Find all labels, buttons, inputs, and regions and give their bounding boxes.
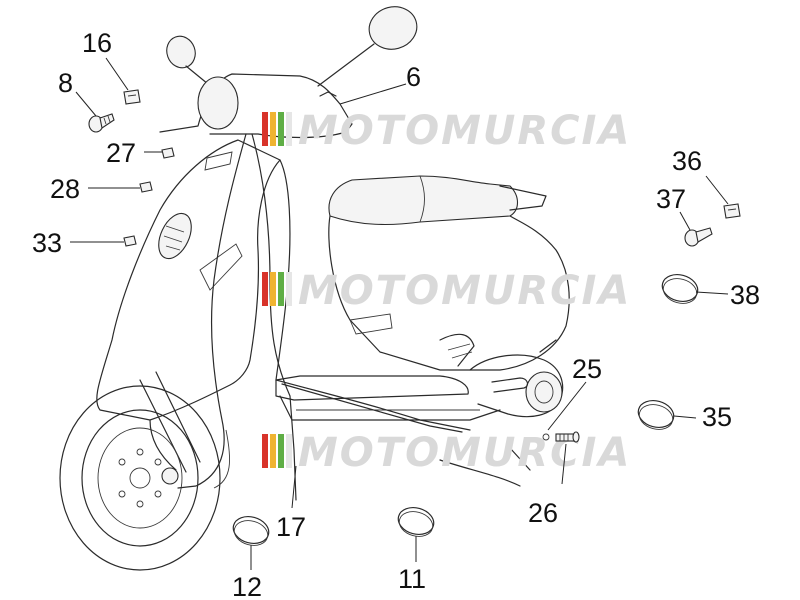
callout-12: 12 xyxy=(232,572,262,600)
front-wheel xyxy=(59,385,221,571)
callout-11: 11 xyxy=(398,564,426,594)
leader-lines xyxy=(70,57,729,570)
watermark-text: MOTOMURCIA xyxy=(298,430,631,476)
callout-16: 16 xyxy=(82,28,112,58)
part-26-screw xyxy=(555,431,580,443)
callout-38: 38 xyxy=(730,280,760,310)
part-37-screw xyxy=(684,227,713,247)
part-8-screw xyxy=(88,113,115,133)
watermark-top: MOTOMURCIA xyxy=(262,108,631,154)
callout-37: 37 xyxy=(656,184,686,214)
callout-28: 28 xyxy=(50,174,80,204)
watermark-middle: MOTOMURCIA xyxy=(262,268,631,314)
callout-17: 17 xyxy=(276,512,306,542)
watermark-text: MOTOMURCIA xyxy=(298,268,631,314)
right-mirror xyxy=(317,6,418,87)
callout-33: 33 xyxy=(32,228,62,258)
part-33-clip xyxy=(123,235,137,247)
part-38-clamp xyxy=(661,274,699,304)
scooter-illustration xyxy=(59,6,570,571)
part-27-clip xyxy=(161,147,175,159)
callout-6: 6 xyxy=(406,62,421,92)
headlight xyxy=(197,76,239,130)
part-28-clip xyxy=(139,181,153,193)
callout-8: 8 xyxy=(58,68,73,98)
callout-labels: 8 16 6 27 28 33 36 37 38 25 35 26 17 12 … xyxy=(32,28,760,600)
callout-26: 26 xyxy=(528,498,558,528)
callout-25: 25 xyxy=(572,354,602,384)
part-11-clamp xyxy=(397,507,435,537)
rear-body xyxy=(328,215,570,371)
part-16-clip-nut xyxy=(123,89,141,105)
callout-27: 27 xyxy=(106,138,136,168)
watermark-text: MOTOMURCIA xyxy=(298,108,631,154)
left-mirror xyxy=(166,35,209,85)
part-12-clamp xyxy=(232,516,270,546)
part-25-washer xyxy=(542,433,550,441)
part-35-clamp xyxy=(637,400,675,430)
part-36-clip-nut xyxy=(723,203,741,219)
callout-36: 36 xyxy=(672,146,702,176)
leg-shield xyxy=(96,139,281,421)
callout-35: 35 xyxy=(702,402,732,432)
engine xyxy=(469,354,564,418)
seat xyxy=(328,175,519,226)
floorboard xyxy=(275,375,469,401)
